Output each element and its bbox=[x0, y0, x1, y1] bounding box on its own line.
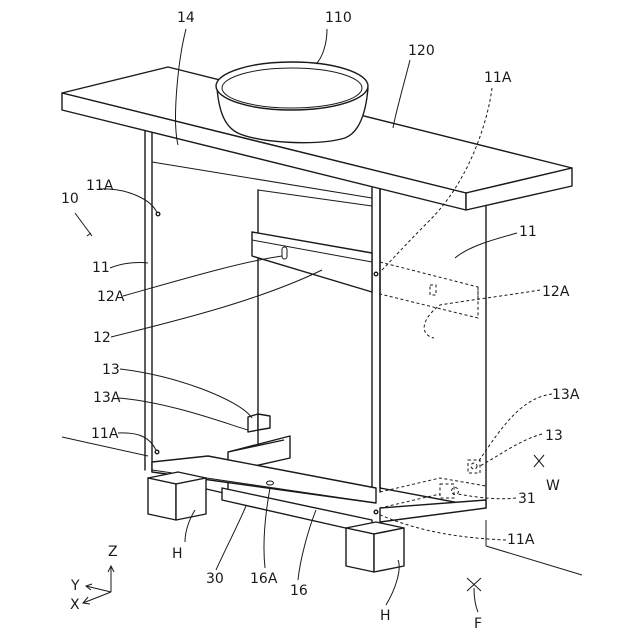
axes-indicator bbox=[83, 566, 114, 604]
right-side-panel bbox=[372, 183, 486, 508]
label-12: 12 bbox=[93, 330, 111, 346]
label-13-left: 13 bbox=[102, 362, 120, 378]
label-13A-left: 13A bbox=[93, 390, 121, 406]
axis-label-x: X bbox=[70, 597, 80, 613]
label-H-left: H bbox=[172, 546, 183, 562]
label-30: 30 bbox=[206, 571, 224, 587]
label-16A: 16A bbox=[250, 571, 278, 587]
label-12A-right: 12A bbox=[542, 284, 570, 300]
label-11-left: 11 bbox=[92, 260, 110, 276]
axis-label-z: Z bbox=[108, 544, 118, 560]
label-11A-left-top: 11A bbox=[86, 178, 114, 194]
label-11A-top: 11A bbox=[484, 70, 512, 86]
floor-lines bbox=[62, 437, 582, 575]
label-H-right: H bbox=[380, 608, 391, 624]
left-side-panel bbox=[145, 128, 152, 472]
label-120: 120 bbox=[408, 43, 435, 59]
label-11-right: 11 bbox=[519, 224, 537, 240]
rail-12 bbox=[252, 232, 372, 292]
back-panel bbox=[258, 190, 372, 455]
axis-label-y: Y bbox=[70, 578, 80, 594]
label-W: W bbox=[546, 478, 560, 494]
label-13A-right: 13A bbox=[552, 387, 580, 403]
block-h-left bbox=[148, 472, 206, 520]
label-12A-left: 12A bbox=[97, 289, 125, 305]
label-110: 110 bbox=[325, 10, 352, 26]
block-h-right bbox=[346, 522, 404, 572]
basin-110 bbox=[216, 62, 368, 143]
label-14: 14 bbox=[177, 10, 195, 26]
label-10: 10 bbox=[61, 191, 79, 207]
label-16: 16 bbox=[290, 583, 308, 599]
label-31: 31 bbox=[518, 491, 536, 507]
label-11A-left-bottom: 11A bbox=[91, 426, 119, 442]
label-13-right: 13 bbox=[545, 428, 563, 444]
label-11A-bottom: 11A bbox=[507, 532, 535, 548]
label-F: F bbox=[474, 616, 482, 632]
